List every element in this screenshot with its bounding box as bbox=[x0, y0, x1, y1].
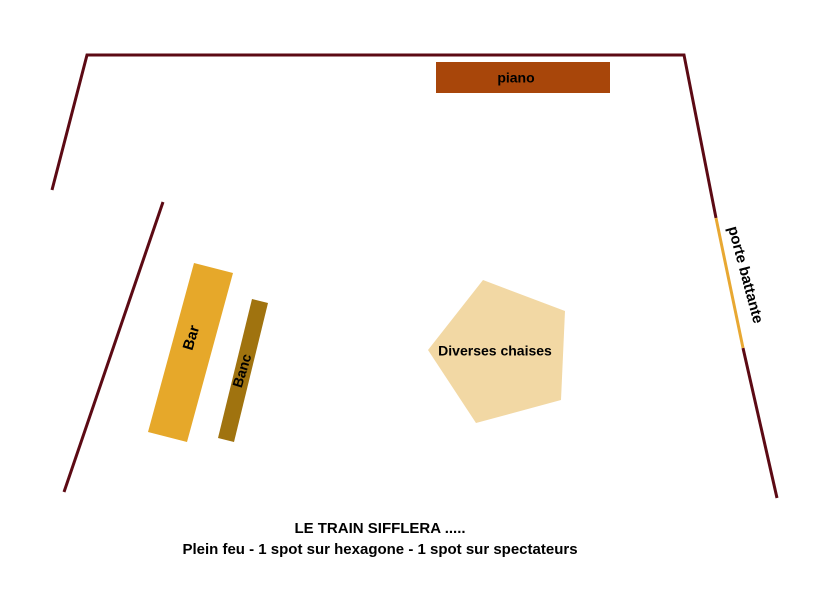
left-wall bbox=[62, 201, 165, 493]
chairs-area bbox=[428, 280, 565, 423]
piano-label: piano bbox=[497, 70, 534, 86]
caption-title: LE TRAIN SIFFLERA ..... bbox=[294, 520, 466, 537]
bar-label: Bar bbox=[180, 323, 204, 352]
bar bbox=[148, 263, 233, 442]
caption-subtitle: Plein feu - 1 spot sur hexagone - 1 spot… bbox=[182, 541, 578, 558]
piano bbox=[436, 62, 610, 93]
right-wall-lower bbox=[741, 347, 779, 499]
swinging-door bbox=[714, 217, 745, 349]
door-label: porte battante bbox=[724, 224, 766, 325]
chairs-label: Diverses chaises bbox=[438, 343, 552, 359]
back-wall bbox=[50, 53, 718, 219]
bench bbox=[218, 299, 268, 442]
